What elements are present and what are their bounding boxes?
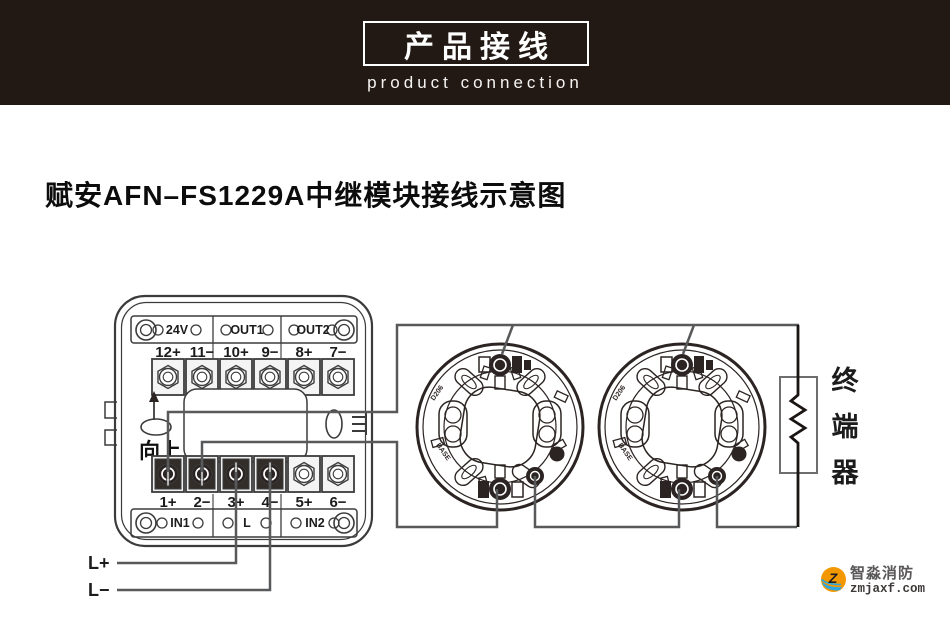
relay-module: 24V OUT1 OUT2 12+ 11− 10+ 9− 8+ 7− 向上 — [104, 294, 374, 548]
wire-loop-negative — [117, 472, 272, 592]
wire-negative-bus — [200, 440, 499, 529]
detector-base-2 — [597, 342, 767, 512]
terminal-6n: 6− — [329, 494, 346, 511]
wire-base2-to-terminator — [715, 476, 797, 529]
diagram-title: 赋安AFN–FS1229A中继模块接线示意图 — [45, 180, 567, 211]
brand-logo-icon: Z — [820, 567, 846, 592]
header-subtitle: product connection — [367, 73, 583, 92]
terminator-char-1: 终 — [832, 365, 860, 396]
terminal-7n: 7− — [329, 344, 346, 361]
module-left-clip — [104, 401, 117, 419]
header-band: 产品接线 product connection — [0, 0, 950, 105]
terminator: 终 端 器 — [779, 325, 860, 527]
terminal-11n: 11− — [190, 344, 215, 361]
brand-name: 智淼消防 — [850, 565, 915, 582]
svg-text:Z: Z — [828, 570, 838, 586]
terminal-9n: 9− — [261, 344, 278, 361]
header-title: 产品接线 — [404, 30, 556, 64]
wire-positive-bus — [166, 323, 799, 472]
brand-domain: zmjaxf.com — [850, 582, 926, 596]
wire-loop-positive — [117, 472, 238, 565]
section-out1: OUT1 — [230, 323, 263, 337]
terminal-10p: 10+ — [223, 344, 249, 361]
wires — [117, 323, 799, 592]
terminator-resistor-icon — [788, 325, 808, 527]
terminal-1p: 1+ — [159, 494, 176, 511]
terminal-8p: 8+ — [295, 344, 312, 361]
section-24v: 24V — [166, 323, 189, 337]
terminator-char-2: 端 — [832, 412, 859, 442]
wire-drop-base2 — [681, 324, 696, 355]
detector-base-1 — [415, 342, 585, 512]
wire-drop-base1 — [500, 324, 515, 355]
top-terminal-numbers: 12+ 11− 10+ 9− 8+ 7− — [155, 344, 347, 361]
wire-base1-to-base2 — [533, 476, 681, 529]
loop-positive-label: L+ — [88, 553, 110, 573]
section-out2: OUT2 — [296, 323, 329, 337]
module-right-clip — [352, 413, 367, 435]
header-title-box: 产品接线 — [363, 21, 589, 66]
terminal-12p: 12+ — [155, 344, 181, 361]
section-l: L — [243, 516, 251, 530]
section-in2: IN2 — [305, 516, 325, 530]
brand-logo: Z 智淼消防 zmjaxf.com — [820, 566, 925, 596]
terminator-char-3: 器 — [831, 458, 860, 488]
terminal-2n: 2− — [193, 494, 210, 511]
loop-negative-label: L− — [88, 580, 110, 600]
section-in1: IN1 — [170, 516, 190, 530]
terminal-5p: 5+ — [295, 494, 312, 511]
